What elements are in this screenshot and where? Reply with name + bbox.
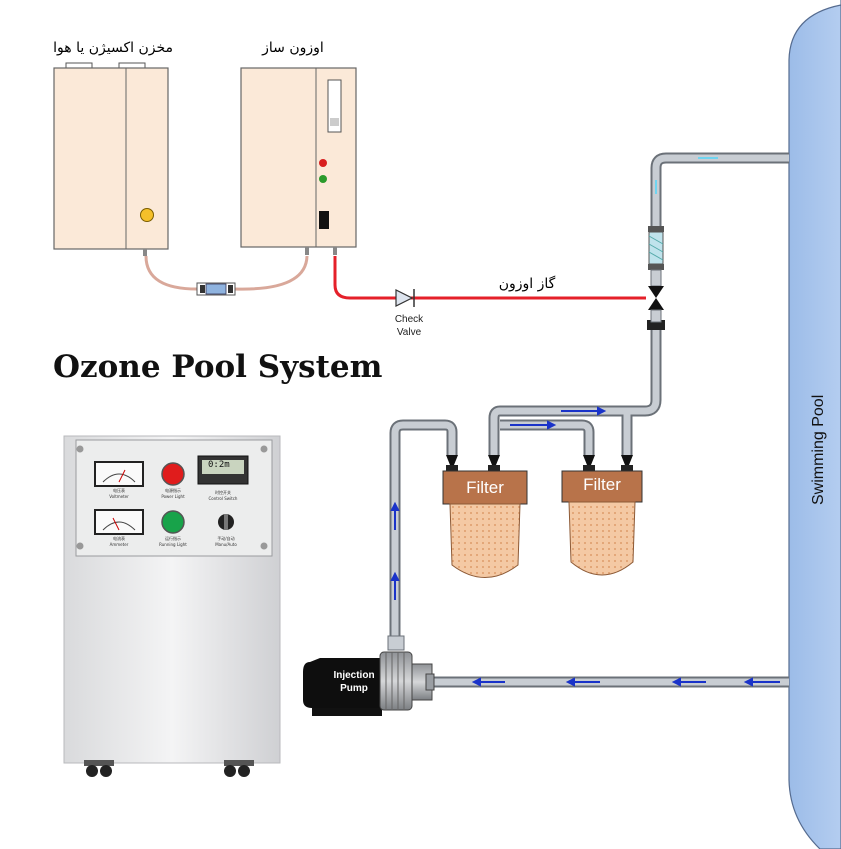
- venturi-valve-icon: [647, 286, 665, 330]
- ozone-generator: [240, 67, 357, 255]
- filter-2: [561, 455, 643, 576]
- ozone-gas-line: [333, 256, 646, 300]
- page-title: Ozone Pool System: [53, 349, 383, 385]
- oxygen-tank: [53, 62, 169, 256]
- pump-label-line2: Pump: [340, 683, 368, 694]
- check-valve-icon: [395, 289, 415, 307]
- oxygen-tank-label: مخزن اکسیژن یا هوا: [53, 40, 173, 56]
- filter-2-label: Filter: [583, 475, 621, 494]
- timer-display: 0:2m: [208, 460, 230, 470]
- ozone-machine: [63, 435, 281, 777]
- pool-label: Swimming Pool: [810, 394, 827, 505]
- air-tube: [144, 255, 309, 296]
- check-valve-label-line1: Check: [394, 314, 424, 325]
- control-switch-label: 时控开关 Control Switch: [208, 490, 238, 501]
- ammeter-label: 电流表 Ammeter: [109, 536, 129, 547]
- injection-pump: [303, 635, 435, 716]
- voltmeter-label: 电压表 Voltmeter: [109, 488, 129, 499]
- ozone-gas-label: گاز اوزون: [498, 276, 556, 292]
- flow-meter: [648, 226, 664, 287]
- power-light-label: 电源指示 Power Light: [161, 488, 185, 499]
- check-valve-label-line2: Valve: [396, 327, 422, 338]
- ozone-generator-label: اوزون ساز: [262, 40, 324, 56]
- pipe-network: [389, 152, 789, 688]
- pump-label-line1: Injection: [333, 670, 375, 681]
- flow-arrows: [390, 157, 780, 687]
- manu-auto-label: 手动/自动 Manu/Auto: [215, 536, 237, 547]
- swimming-pool: [788, 0, 841, 849]
- filter-1-label: Filter: [466, 478, 504, 497]
- running-light-label: 运行指示 Running Light: [159, 536, 187, 547]
- filter-1: [442, 455, 528, 578]
